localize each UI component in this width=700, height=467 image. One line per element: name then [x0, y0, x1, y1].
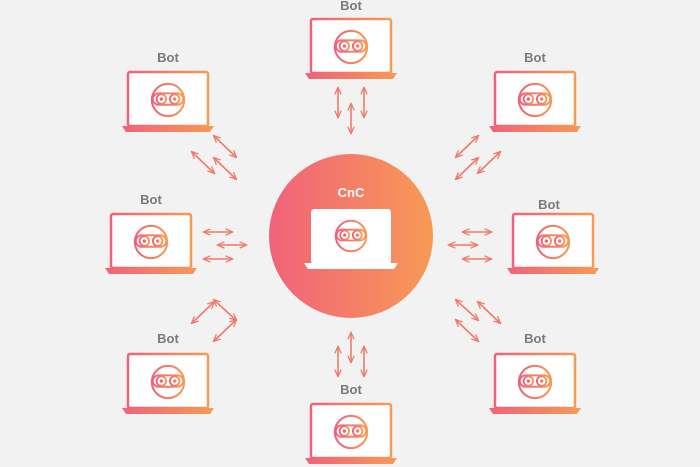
- bot-label: Bot: [340, 0, 362, 13]
- bot-label: Bot: [538, 197, 560, 212]
- cnc-laptop-icon: [304, 209, 398, 269]
- arrows-top-left: [192, 136, 236, 179]
- robot-icon: [334, 219, 368, 253]
- arrows-top: [338, 88, 364, 133]
- bot-node-bottom-left: Bot: [122, 331, 214, 414]
- arrows-top-right: [456, 136, 500, 179]
- bot-label: Bot: [157, 50, 179, 65]
- laptop-icon: [305, 19, 397, 79]
- bot-label: Bot: [340, 382, 362, 397]
- bot-label: Bot: [524, 331, 546, 346]
- arrows-left: [204, 232, 246, 259]
- laptop-icon: [489, 354, 581, 414]
- arrows-bottom-right: [456, 300, 500, 341]
- laptop-icon: [489, 72, 581, 132]
- laptop-icon: [105, 214, 197, 274]
- bot-node-top-right: Bot: [489, 50, 581, 132]
- arrows-bottom-left: [192, 300, 236, 341]
- cnc-label: CnC: [338, 185, 365, 200]
- arrows-bottom: [338, 333, 364, 376]
- bot-node-top-left: Bot: [122, 50, 214, 132]
- bot-node-top: Bot: [305, 0, 397, 79]
- laptop-icon: [122, 72, 214, 132]
- bot-label: Bot: [140, 192, 162, 207]
- laptop-icon: [122, 354, 214, 414]
- bot-node-right: Bot: [507, 197, 599, 274]
- cnc-node: CnC: [269, 154, 433, 318]
- arrows-right: [449, 232, 491, 259]
- connection-arrows: [192, 88, 500, 376]
- bot-node-bottom-right: Bot: [489, 331, 581, 414]
- bot-node-left: Bot: [105, 192, 197, 274]
- laptop-icon: [507, 214, 599, 274]
- bot-label: Bot: [157, 331, 179, 346]
- bot-label: Bot: [524, 50, 546, 65]
- laptop-icon: [305, 404, 397, 464]
- bot-node-bottom: Bot: [305, 382, 397, 464]
